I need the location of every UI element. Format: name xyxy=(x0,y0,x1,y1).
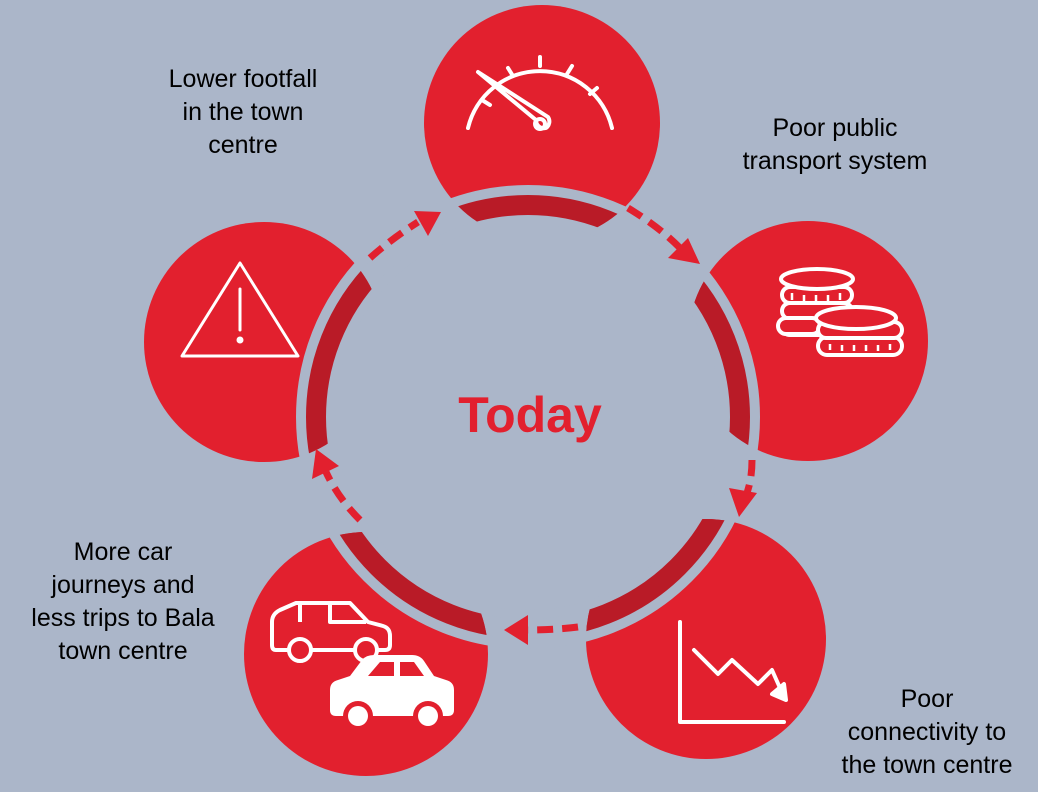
arrow-bottom-right-to-bottom-left xyxy=(526,623,579,634)
cars-icon xyxy=(270,601,454,731)
speedometer-icon xyxy=(466,55,614,131)
arrowhead-left xyxy=(312,449,339,479)
cycle-arrows xyxy=(322,205,756,634)
arrow-top-to-right xyxy=(626,205,685,253)
warning-icon xyxy=(180,261,300,358)
label-lower-footfall: Lower footfall in the town centre xyxy=(168,65,318,159)
decline-chart-icon xyxy=(678,620,788,724)
ring-band xyxy=(303,192,753,642)
arrowhead-top xyxy=(414,211,441,236)
label-more-car-journeys: More car journeys and less trips to Bala… xyxy=(31,538,215,665)
center-label: Today xyxy=(458,387,602,443)
center-disc xyxy=(335,224,721,610)
coins-icon xyxy=(776,267,904,357)
label-poor-connectivity: Poor connectivity to the town centre xyxy=(841,685,1013,779)
arrowhead-right xyxy=(668,238,700,264)
label-poor-public-transport: Poor public transport system xyxy=(742,114,928,175)
arrowhead-bottom-left xyxy=(504,615,528,645)
arrow-heads xyxy=(312,211,757,645)
ring-inner-edge xyxy=(326,215,730,619)
arrow-left-to-top xyxy=(367,219,420,261)
arrowhead-bottom-right xyxy=(729,488,757,517)
node-circle-top xyxy=(424,5,660,241)
arrow-bottom-left-to-left xyxy=(322,470,363,523)
